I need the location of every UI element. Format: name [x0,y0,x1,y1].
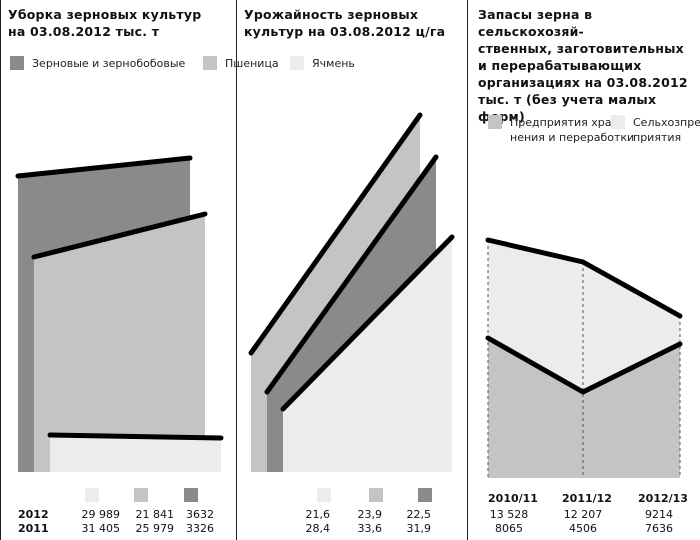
legend-barley: Ячмень [290,56,355,71]
legend-agri: Сельхозпред- приятия [611,115,700,145]
legend-wheat-swatch [203,56,217,70]
legend-storage: Предприятия хра- нения и переработки [488,115,634,145]
harvest-line-grain [15,155,193,179]
stocks-line-agri [485,237,683,319]
harvest-area-wheat [34,214,205,472]
yield-area-3 [283,237,452,472]
harvest-wheat-2011: 25 979 [135,522,175,535]
harvest-year-2012: 2012 [18,508,49,521]
legend-agri-label-b: приятия [633,131,682,144]
yield-col3-swatch [418,488,432,502]
legend-grain-label: Зерновые и зернобобовые [32,57,186,70]
yield-title-line2: культур на 03.08.2012 ц/га [244,24,446,39]
yield-col2-swatch [369,488,383,502]
legend-grain-swatch [10,56,24,70]
stocks-title-line3: и перерабатывающих [478,58,642,73]
stocks-agri-2010-11: 8065 [495,522,523,535]
yield-col2-2011: 33,6 [357,522,383,535]
legend-storage-label: Предприятия хра- нения и переработки [510,115,634,145]
stocks-line-storage [485,335,683,395]
legend-wheat-label: Пшеница [225,57,279,70]
yield-col2-2012: 23,9 [357,508,383,521]
harvest-title-line2: на 03.08.2012 тыс. т [8,24,160,39]
yield-line-2 [264,154,439,395]
separator-1 [236,0,237,540]
legend-storage-label-b: нения и переработки [510,131,635,144]
stocks-header-2010-11: 2010/11 [488,492,538,505]
legend-barley-label: Ячмень [312,57,355,70]
yield-title: Урожайность зерновых культур на 03.08.20… [244,6,445,40]
harvest-grain-2011: 3326 [186,522,214,535]
yield-line-3 [280,234,455,412]
harvest-col3-swatch [184,488,198,502]
legend-agri-label-a: Сельхозпред- [633,116,700,129]
harvest-barley-2011: 31 405 [81,522,121,535]
yield-col1-2011: 28,4 [305,522,331,535]
stocks-header-2011-12: 2011/12 [562,492,612,505]
legend-barley-swatch [290,56,304,70]
harvest-wheat-2012: 21 841 [135,508,175,521]
stocks-storage-2011-12: 12 207 [563,508,603,521]
stocks-header-2012-13: 2012/13 [638,492,688,505]
stocks-title-line2: ственных, заготовительных [478,41,684,56]
stocks-storage-2010-11: 13 528 [489,508,529,521]
separator-2 [467,0,468,540]
legend-wheat: Пшеница [203,56,279,71]
harvest-area-barley [50,435,221,472]
yield-line-1 [248,112,423,356]
legend-agri-swatch [611,115,625,129]
legend-grain: Зерновые и зернобобовые [10,56,185,71]
harvest-barley-2012: 29 989 [81,508,121,521]
stocks-storage-2012-13: 9214 [645,508,673,521]
yield-col3-2011: 31,9 [406,522,432,535]
yield-col3-2012: 22,5 [406,508,432,521]
legend-storage-label-a: Предприятия хра- [510,116,616,129]
stocks-title-line1: Запасы зерна в сельскохозяй- [478,7,593,39]
stocks-agri-2011-12: 4506 [569,522,597,535]
harvest-title-line1: Уборка зерновых культур [8,7,202,22]
harvest-grain-2012: 3632 [186,508,214,521]
yield-title-line1: Урожайность зерновых [244,7,419,22]
yield-col1-swatch [317,488,331,502]
separator-0 [0,0,1,540]
harvest-year-2011: 2011 [18,522,49,535]
legend-agri-label: Сельхозпред- приятия [633,115,700,145]
harvest-title: Уборка зерновых культур на 03.08.2012 ты… [8,6,201,40]
stocks-title-line4: организациях на 03.08.2012 [478,75,688,90]
harvest-col1-swatch [85,488,99,502]
harvest-col2-swatch [134,488,148,502]
yield-col1-2012: 21,6 [305,508,331,521]
stocks-area-storage [488,338,680,478]
harvest-line-barley [47,432,224,441]
harvest-line-wheat [31,211,208,260]
legend-storage-swatch [488,115,502,129]
stocks-agri-2012-13: 7636 [645,522,673,535]
